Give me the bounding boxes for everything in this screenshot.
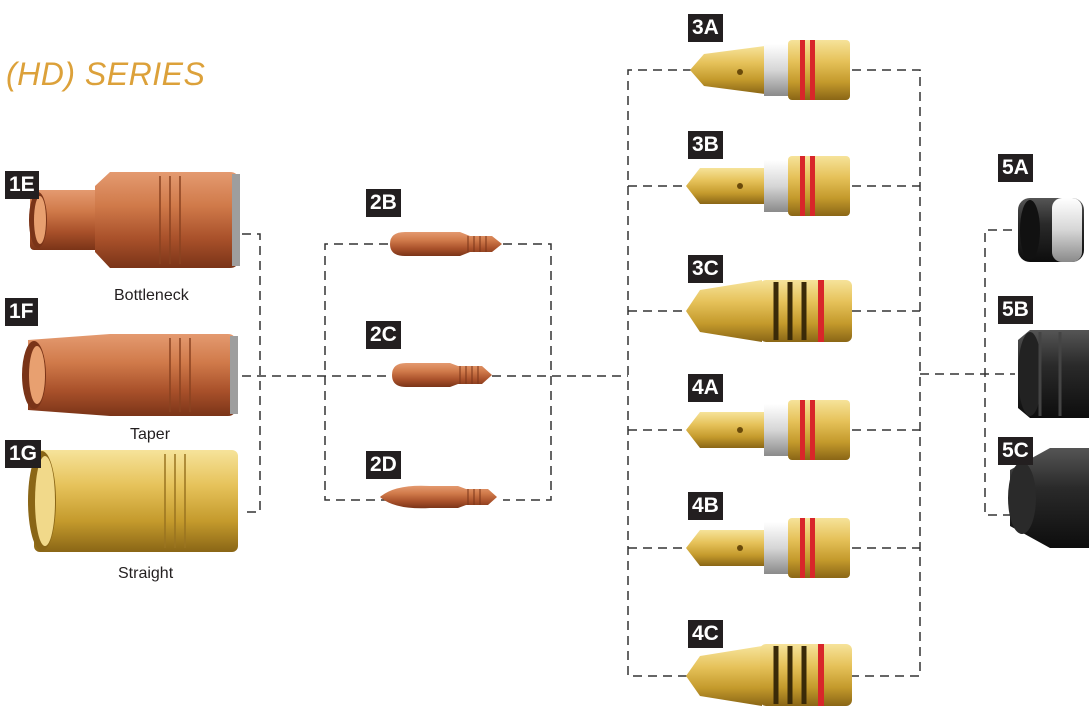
tip-2d: [380, 485, 497, 509]
nozzle-1e-bottleneck: [29, 172, 240, 268]
badge-1g: 1G: [5, 440, 42, 468]
nozzle-1g-straight: [28, 450, 238, 552]
badge-5b: 5B: [998, 296, 1033, 324]
nozzle-bracket: [242, 233, 261, 513]
caption-bottleneck: Bottleneck: [114, 287, 189, 304]
badge-5c: 5C: [998, 437, 1033, 465]
badge-2d: 2D: [366, 451, 401, 479]
badge-5a: 5A: [998, 154, 1033, 182]
diffuser-bracket-right: [852, 69, 921, 677]
diffuser-bracket-left: [627, 69, 692, 677]
diffuser-4c: [686, 644, 852, 706]
insulator-5b: [1018, 330, 1089, 418]
tip-bracket-right: [503, 243, 552, 501]
badge-1f: 1F: [5, 298, 38, 326]
caption-straight: Straight: [118, 565, 174, 582]
insulator-5c: [1008, 448, 1089, 548]
diffuser-3c: [686, 280, 852, 342]
diffuser-4a: [686, 400, 850, 460]
badge-2c: 2C: [366, 321, 401, 349]
tip-2b: [390, 232, 502, 256]
diagram-title: (HD) SERIES: [6, 56, 206, 92]
badge-4c: 4C: [688, 620, 723, 648]
badge-4a: 4A: [688, 374, 723, 402]
insulator-bracket: [984, 229, 1012, 516]
diffuser-3a: [690, 40, 850, 100]
badge-1e: 1E: [5, 171, 39, 199]
caption-taper: Taper: [130, 426, 171, 443]
badge-2b: 2B: [366, 189, 401, 217]
connector-lines: [242, 69, 1015, 677]
badge-3a: 3A: [688, 14, 723, 42]
insulator-5a: [1018, 198, 1084, 262]
tip-bracket: [324, 243, 390, 501]
badge-3b: 3B: [688, 131, 723, 159]
diffuser-4b: [686, 518, 850, 578]
diffuser-3b: [686, 156, 850, 216]
nozzle-1f-taper: [22, 334, 238, 416]
badge-3c: 3C: [688, 255, 723, 283]
tip-2c: [392, 363, 492, 387]
badge-4b: 4B: [688, 492, 723, 520]
